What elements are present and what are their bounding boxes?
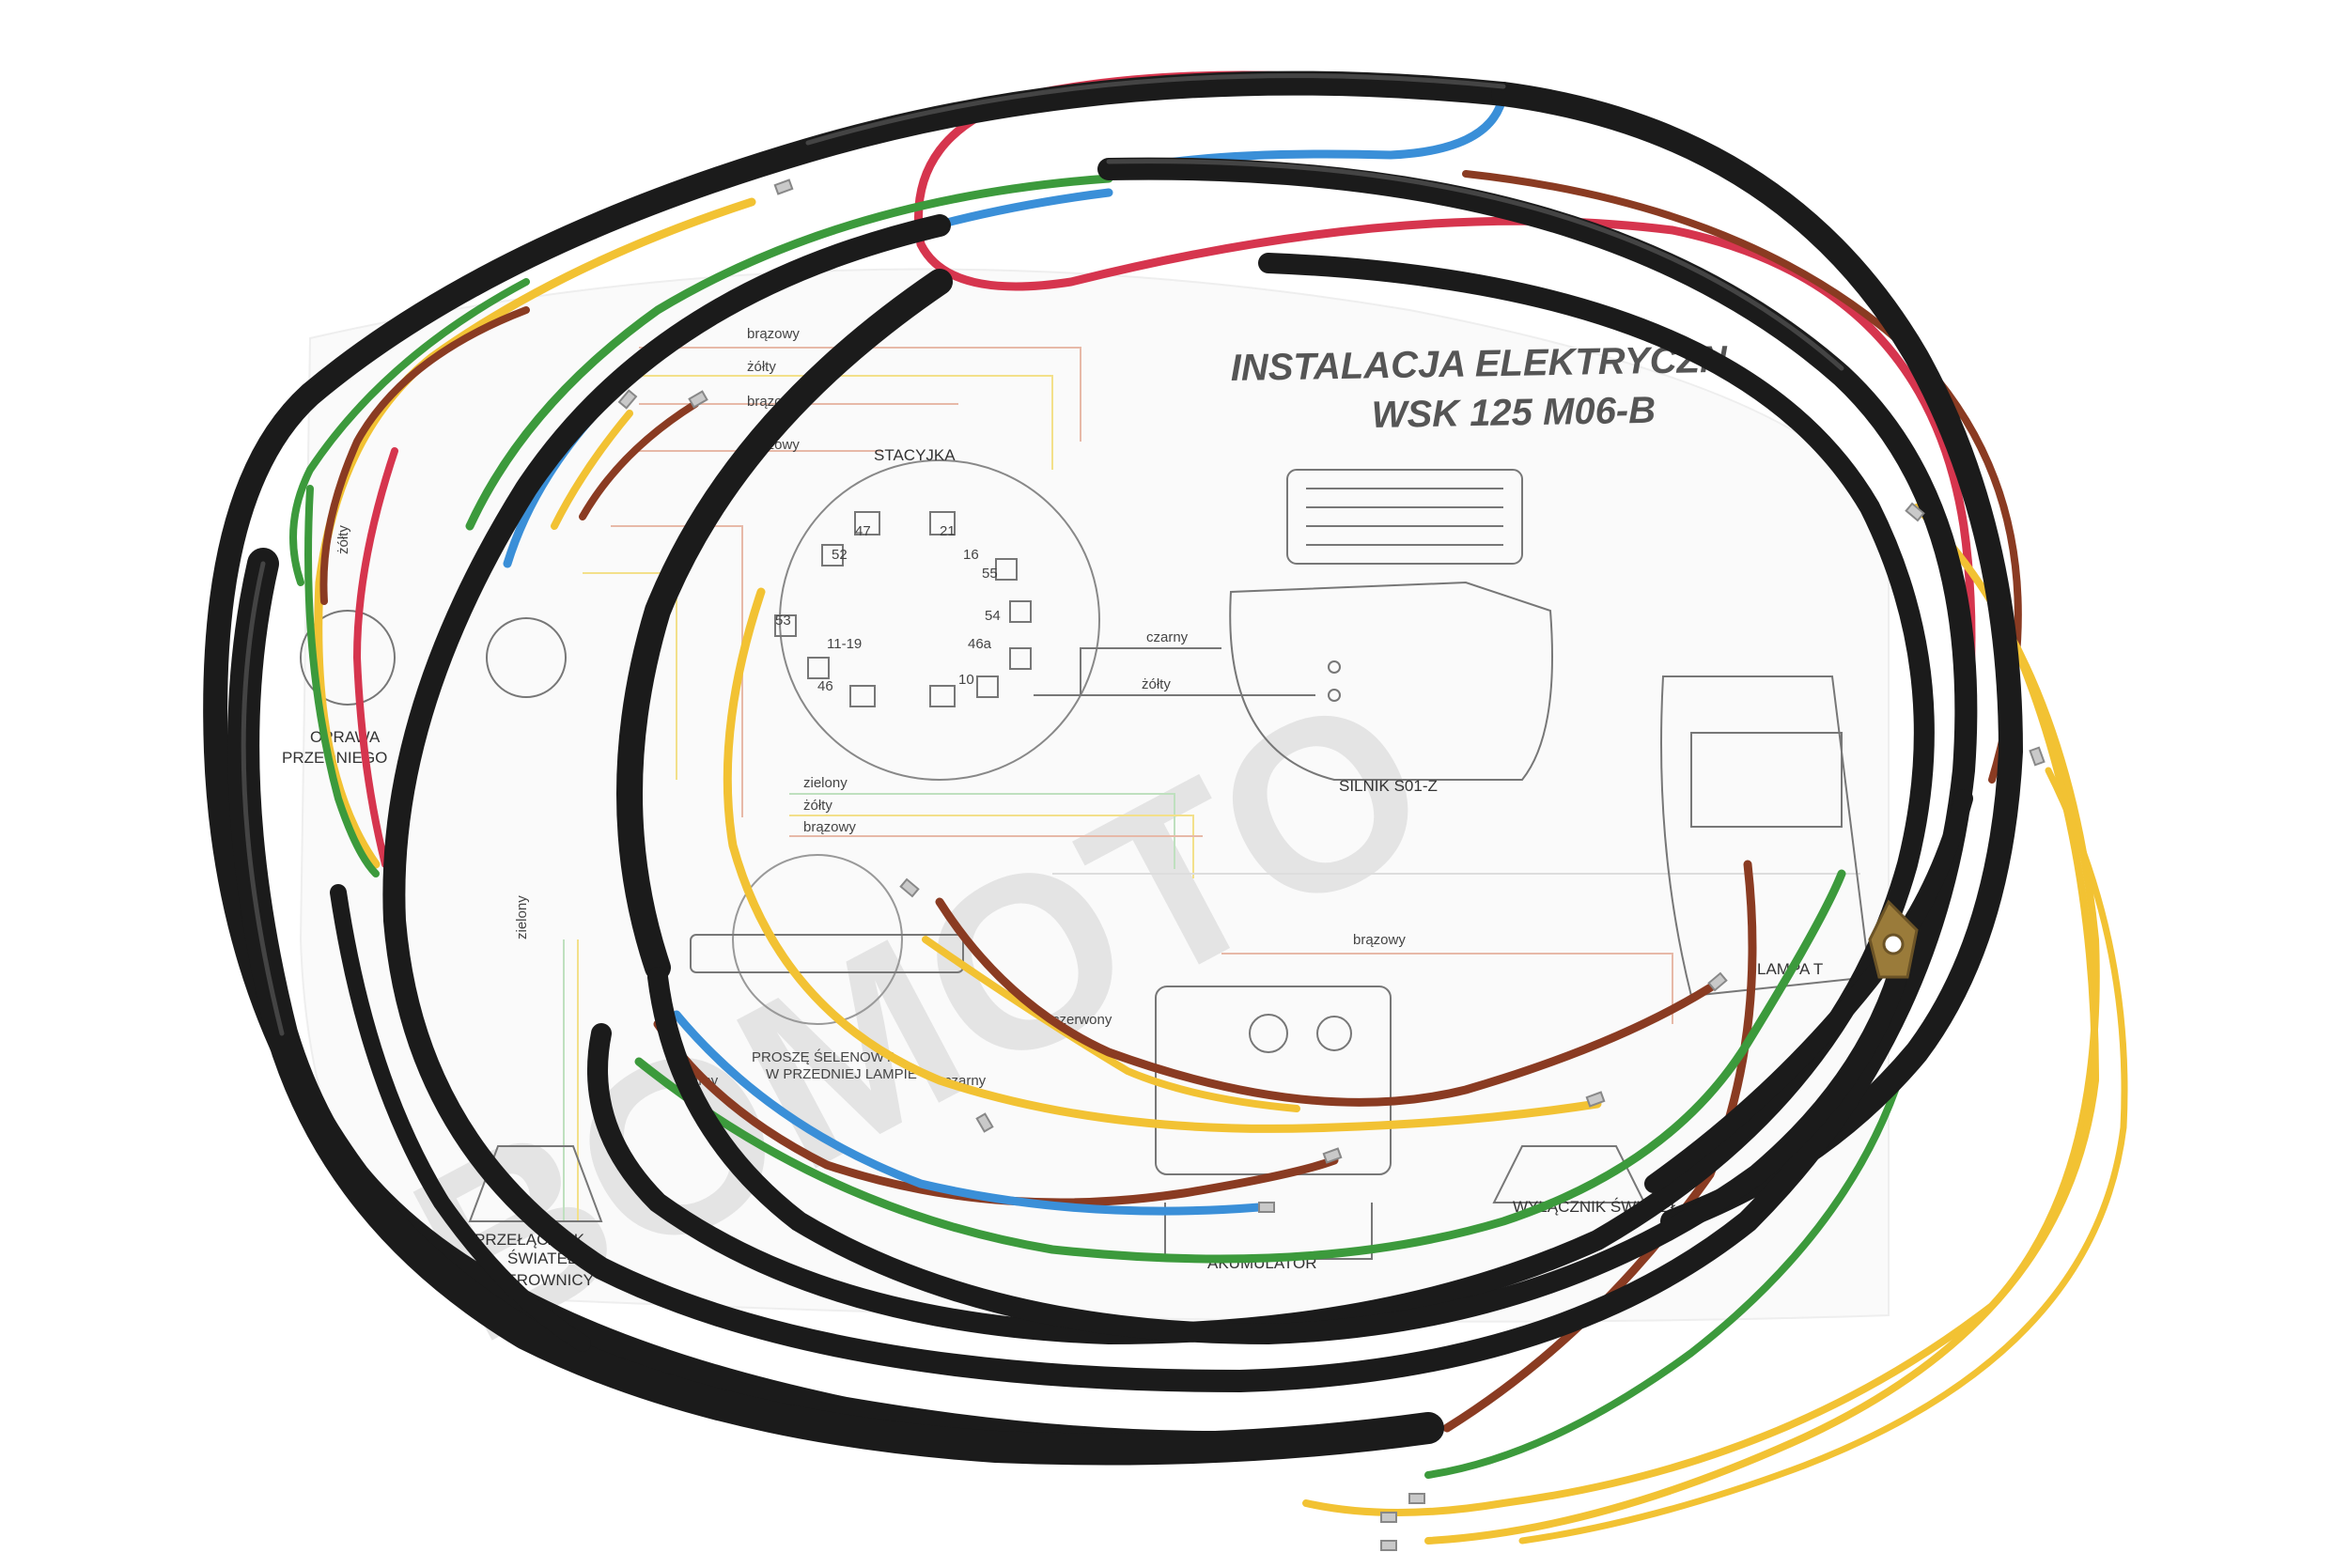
label-zielony: zielony	[803, 775, 848, 791]
wire-yellow-top2	[551, 410, 633, 530]
wire-terminals	[617, 179, 2046, 1551]
sheet-title-line1: INSTALACJA ELEKTRYCZN	[1230, 339, 1728, 389]
cable-short-left	[330, 884, 591, 1352]
terminal-55: 55	[982, 566, 998, 582]
cable-left-sheath	[227, 548, 1444, 1466]
label-przel-2: ŚWIATEŁ	[507, 1250, 576, 1267]
label-zielony-vertical: zielony	[514, 895, 530, 939]
wire-yellow-right-3	[1518, 767, 2128, 1545]
wire-blue-lower	[672, 1010, 1264, 1216]
wire-green-top	[465, 174, 1113, 531]
ring-terminal	[1868, 899, 1919, 979]
label-zolty-1: żółty	[747, 359, 776, 375]
wire-brown-top2	[579, 400, 699, 520]
label-zolty-vertical: żółty	[335, 525, 351, 554]
cable-center-sheath	[616, 269, 953, 981]
terminal-53: 53	[775, 613, 791, 629]
wire-red-left	[352, 447, 398, 868]
label-silnik: SILNIK S01-Z	[1339, 777, 1438, 795]
cable-right-short	[1644, 789, 1973, 1193]
wire-green-right	[1424, 1048, 1911, 1479]
cable-inner-loop	[587, 253, 1935, 1345]
sheet-title-line2: WSK 125 M06-B	[1371, 390, 1656, 436]
label-stacyjka: STACYJKA	[874, 446, 956, 464]
terminal-16: 16	[963, 547, 979, 563]
terminal-47: 47	[855, 523, 871, 539]
terminal-46: 46	[817, 678, 833, 694]
terminal-11-19: 11-19	[827, 636, 862, 652]
label-brazowy-low: brązowy	[803, 819, 856, 835]
black-sheath-cables	[203, 70, 2024, 1466]
wire-brown-left	[319, 306, 530, 605]
wire-brown-inner	[935, 897, 1724, 1107]
label-prosz-1: PROSZĘ ŚELENOWY	[752, 1048, 894, 1065]
label-czarny: czarny	[1146, 629, 1189, 645]
wire-yellow-inner	[723, 587, 1602, 1133]
label-zolty-mid: żółty	[1142, 676, 1171, 692]
cable-outer-loop	[203, 70, 1516, 1455]
label-czerwony: czerwony	[1052, 1012, 1112, 1028]
sheath-highlights	[241, 73, 1844, 1036]
wire-yellow-right-2	[1424, 654, 2100, 1545]
terminal-21: 21	[940, 523, 956, 539]
wire-green-left	[289, 278, 530, 586]
wire-green-lower	[634, 869, 1846, 1264]
cable-bottom-lower	[647, 929, 1918, 1345]
label-brazowy-1: brązowy	[747, 326, 800, 342]
label-prosz-2: W PRZEDNIEJ LAMPIE	[766, 1066, 917, 1082]
wire-yellow-center	[922, 936, 1300, 1112]
cable-mid-loop	[382, 157, 1978, 1393]
terminal-54: 54	[985, 608, 1001, 624]
wire-green-left2	[304, 485, 380, 877]
terminal-52: 52	[832, 547, 848, 563]
terminal-10: 10	[958, 672, 974, 688]
cable-upper-arc	[1491, 82, 2024, 1234]
label-zolty-low: żółty	[803, 798, 832, 814]
label-brazowy-right: brązowy	[1353, 932, 1406, 948]
terminal-46a: 46a	[968, 636, 992, 652]
